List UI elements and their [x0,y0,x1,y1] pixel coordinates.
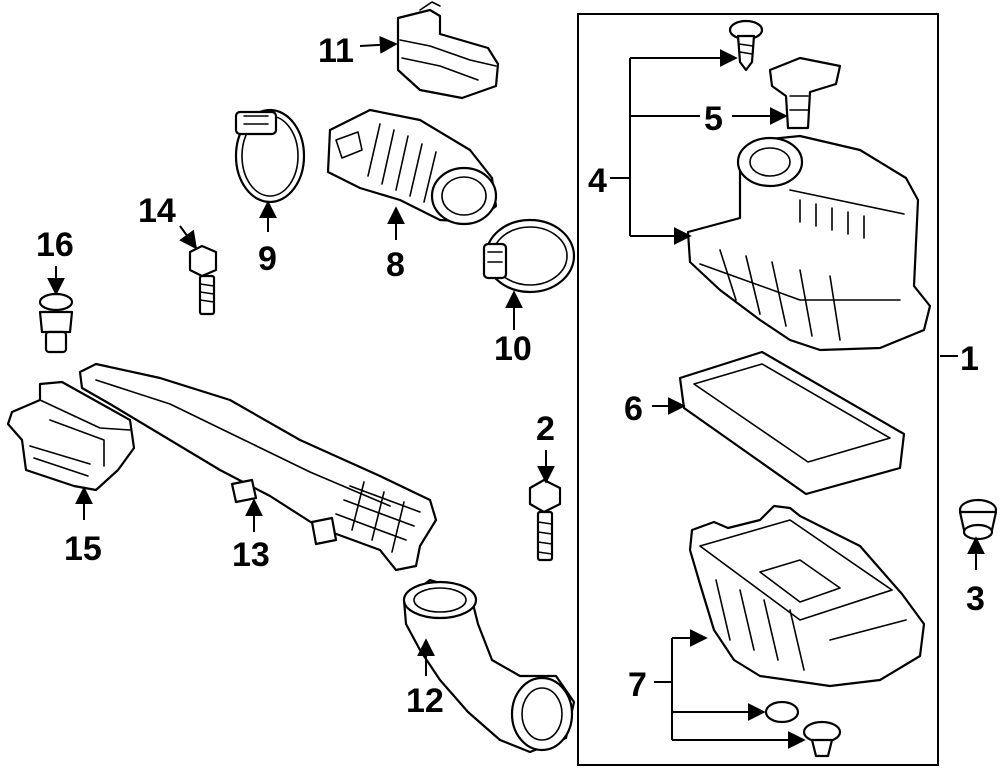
part-14-bolt [188,244,218,316]
part-4-screw [728,19,764,72]
leader-14 [179,225,198,250]
part-6-filter [678,350,906,496]
part-5-bracket [768,56,842,130]
part-2-bolt [528,478,562,562]
callout-9: 9 [258,240,277,278]
callout-4: 4 [588,162,607,200]
leader-4 [610,49,738,245]
callout-1: 1 [960,340,979,378]
part-7-clip [802,720,842,758]
callout-13: 13 [232,536,270,574]
part-7-lower-case [688,504,926,688]
assembly-box [577,13,939,766]
callout-11: 11 [318,32,354,70]
part-8-intake-hose [326,108,498,226]
part-10-clamp [482,218,576,294]
part-16-clip [38,292,74,354]
callout-7: 7 [628,666,647,704]
callout-16: 16 [36,226,74,264]
callout-3: 3 [966,580,985,618]
callout-5: 5 [704,100,723,138]
part-13-inlet-duct [78,362,438,572]
part-4-upper-case [686,134,932,352]
part-9-clamp [234,108,306,204]
callout-8: 8 [386,246,405,284]
part-11-resonator [396,1,500,100]
part-3-grommet [958,498,998,541]
part-15-bracket [6,380,136,492]
leader-7 [654,629,806,749]
callout-2: 2 [536,410,555,448]
leader-11 [359,35,398,54]
callout-14: 14 [138,192,176,230]
part-12-elbow-hose [402,578,576,754]
callout-12: 12 [406,682,444,720]
callout-10: 10 [494,330,532,368]
callout-6: 6 [624,390,643,428]
callout-15: 15 [64,530,102,568]
part-7-grommet [764,700,800,724]
